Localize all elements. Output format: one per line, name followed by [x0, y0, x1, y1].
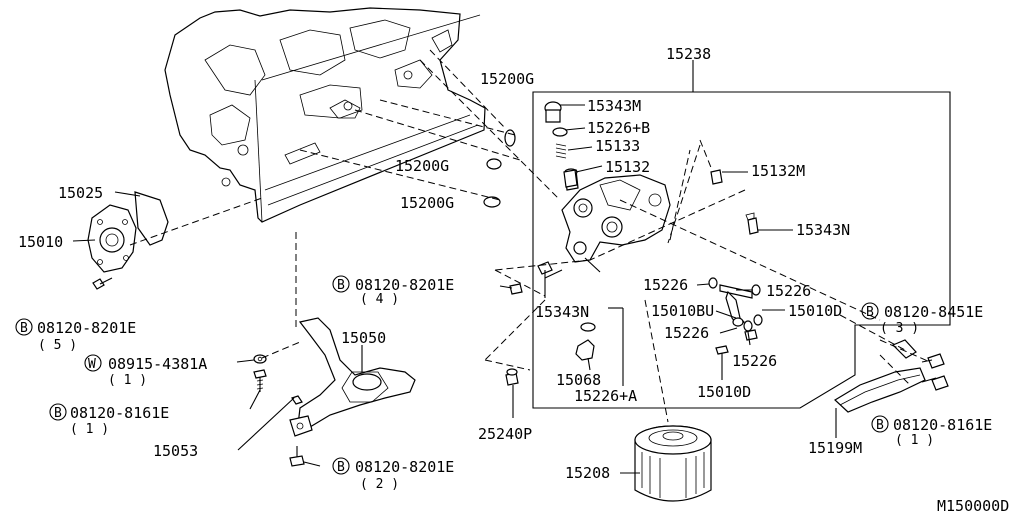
- relief-valve-stack: [544, 101, 603, 188]
- bolt-callout-08120-8161e-left: B 08120-8161E ( 1 ): [49, 403, 169, 437]
- bolt-code: 08120-8161E: [70, 404, 169, 422]
- bracket-bolts: [499, 261, 596, 386]
- bolt-badge: B: [866, 305, 874, 320]
- bolt-badge: B: [337, 460, 345, 475]
- washer-qty: ( 1 ): [108, 373, 147, 388]
- label-15132: 15132: [605, 158, 650, 176]
- engine-block: [164, 7, 486, 223]
- bolt-callout-08120-8201e-4: B 08120-8201E ( 4 ): [332, 275, 454, 307]
- label-15226-left: 15226: [643, 276, 688, 294]
- oil-filter: [634, 425, 712, 502]
- label-15010d-lower: 15010D: [697, 383, 751, 401]
- part-labels: 15238 15200G 15200G 15200G 15343M 15226+…: [18, 45, 1009, 512]
- bolt-badge: B: [337, 278, 345, 293]
- label-15343n-right: 15343N: [796, 221, 850, 239]
- label-15226b: 15226+B: [587, 119, 650, 137]
- label-15343m: 15343M: [587, 97, 641, 115]
- label-15208: 15208: [565, 464, 610, 482]
- bolt-badge: B: [20, 321, 28, 336]
- bolt-code: 08120-8451E: [884, 303, 983, 321]
- label-15238: 15238: [666, 45, 711, 63]
- bolt-code: 08120-8201E: [37, 319, 136, 337]
- bolt-badge: B: [876, 418, 884, 433]
- bolt-callout-08120-8201e-5: B 08120-8201E ( 5 ): [15, 318, 136, 353]
- bolt-qty: ( 1 ): [70, 422, 109, 437]
- bracket-plugs: [710, 169, 793, 235]
- label-15025: 15025: [58, 184, 103, 202]
- bolt-callout-08120-8161e-right: B 08120-8161E ( 1 ): [871, 415, 992, 448]
- small-bolts-left: [253, 354, 305, 467]
- label-15200g-top: 15200G: [480, 70, 534, 88]
- label-25240p: 25240P: [478, 425, 532, 443]
- diagram-code: M150000D: [937, 497, 1009, 512]
- oil-pan-baffle: [834, 339, 949, 413]
- washer-callout-08915-4381a: W 08915-4381A ( 1 ): [84, 354, 207, 388]
- bolt-qty: ( 3 ): [880, 321, 919, 336]
- oil-filter-bracket: [561, 168, 671, 263]
- label-15010bu: 15010BU: [651, 302, 714, 320]
- washer-badge: W: [88, 357, 96, 372]
- label-15226-right: 15226: [766, 282, 811, 300]
- bolt-code: 08120-8201E: [355, 276, 454, 294]
- label-15010: 15010: [18, 233, 63, 251]
- bolt-badge: B: [54, 406, 62, 421]
- washer-code: 08915-4381A: [108, 355, 207, 373]
- bolt-qty: ( 2 ): [360, 477, 399, 492]
- bolt-qty: ( 4 ): [360, 292, 399, 307]
- bolt-code: 08120-8161E: [893, 416, 992, 434]
- label-15200g-bottom: 15200G: [400, 194, 454, 212]
- label-15068: 15068: [556, 371, 601, 389]
- label-15200g-middle: 15200G: [395, 157, 449, 175]
- label-15053: 15053: [153, 442, 198, 460]
- bolt-qty: ( 1 ): [895, 433, 934, 448]
- label-15226-lower: 15226: [732, 352, 777, 370]
- label-15132m: 15132M: [751, 162, 805, 180]
- o-rings: [483, 129, 516, 208]
- assembly-frame: [532, 91, 951, 409]
- label-15226-middle: 15226: [664, 324, 709, 342]
- label-15343n-left: 15343N: [535, 303, 589, 321]
- label-15199m: 15199M: [808, 439, 862, 457]
- bolt-code: 08120-8201E: [355, 458, 454, 476]
- bolt-callout-08120-8451e: B 08120-8451E ( 3 ): [861, 302, 983, 336]
- guide-lines: [299, 49, 931, 386]
- bolt-callout-08120-8201e-2: B 08120-8201E ( 2 ): [332, 457, 454, 492]
- label-15226a: 15226+A: [574, 387, 637, 405]
- label-15133: 15133: [595, 137, 640, 155]
- label-15050: 15050: [341, 329, 386, 347]
- leader-lines: [72, 191, 937, 474]
- bolt-qty: ( 5 ): [38, 338, 77, 353]
- oil-pump-assembly: [87, 191, 169, 290]
- label-15010d-right: 15010D: [788, 302, 842, 320]
- oil-strainer: [289, 317, 416, 437]
